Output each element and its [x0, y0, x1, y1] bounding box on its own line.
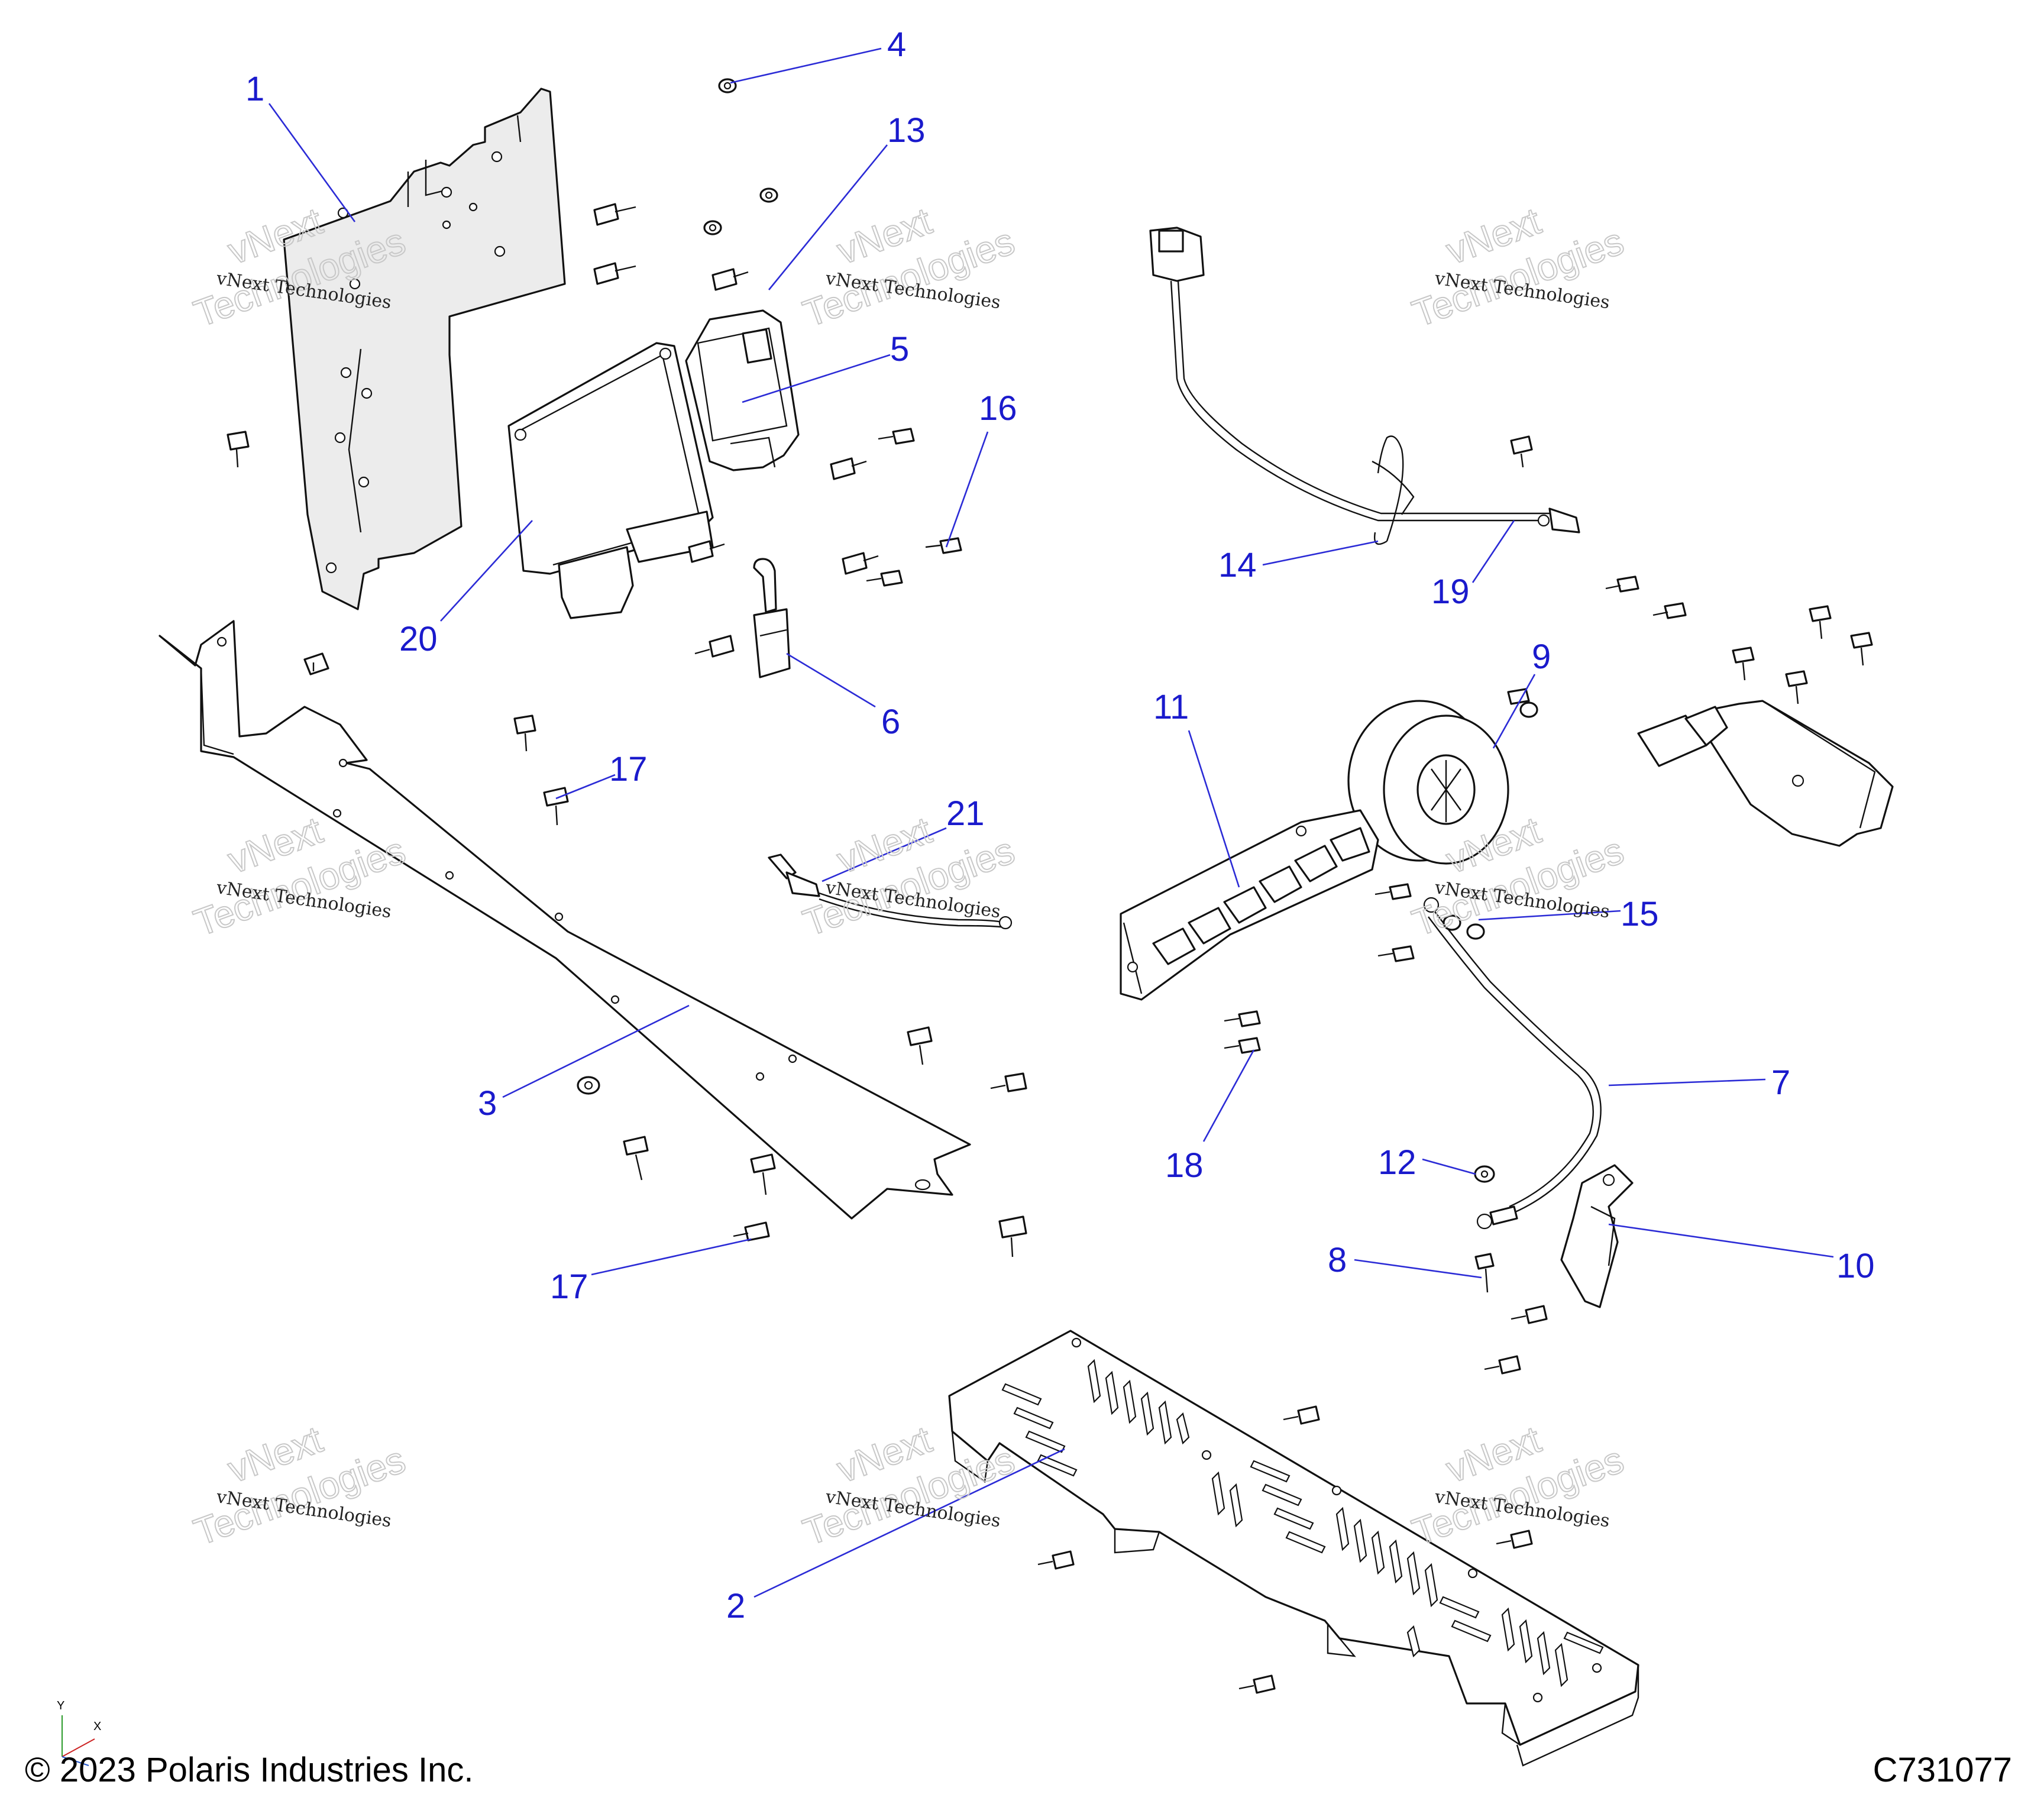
callout-6: 6 — [881, 703, 900, 741]
watermark-2: vNext Technologies vNext Technologies — [797, 199, 1021, 336]
part-7-cable — [1423, 897, 1602, 1230]
copyright-text: © 2023 Polaris Industries Inc. — [25, 1751, 473, 1789]
callout-9: 9 — [1532, 638, 1551, 676]
fasteners — [227, 78, 1873, 1694]
callout-4: 4 — [887, 25, 906, 64]
watermark-3: vNext Technologies vNext Technologies — [1406, 199, 1630, 336]
callout-2: 2 — [726, 1587, 745, 1625]
part-9-grommet — [1347, 700, 1509, 865]
part-20-control-module — [507, 342, 714, 619]
callout-1: 1 — [245, 70, 264, 108]
regulator-module — [1637, 700, 1894, 847]
tray-slots — [1001, 1337, 1604, 1703]
part-3-long-bracket — [159, 620, 971, 1220]
callout-3: 3 — [478, 1084, 497, 1123]
axis-triad-icon: Y X — [57, 1699, 101, 1766]
part-1-mounting-plate — [283, 88, 566, 610]
callout-labels: 1 2 3 4 5 6 7 8 9 10 11 12 13 14 15 16 1… — [245, 25, 1875, 1625]
callout-21: 21 — [946, 794, 985, 833]
callout-17b: 17 — [550, 1268, 588, 1306]
part-5-module — [685, 309, 800, 471]
part-11-switch-bank — [1120, 809, 1379, 1001]
part-14-harness — [1149, 227, 1580, 545]
callout-18: 18 — [1165, 1146, 1204, 1185]
callout-5: 5 — [890, 330, 909, 368]
leader-lines — [268, 47, 1834, 1598]
callout-7: 7 — [1771, 1063, 1790, 1102]
watermark-5: vNext Technologies vNext Technologies — [797, 808, 1021, 945]
callout-20: 20 — [399, 620, 438, 658]
plate-holes — [325, 151, 506, 574]
axis-y-label: Y — [57, 1699, 64, 1712]
callout-16: 16 — [979, 389, 1017, 428]
callout-10: 10 — [1836, 1247, 1875, 1285]
callout-12: 12 — [1378, 1143, 1416, 1182]
part-2-perforated-tray — [948, 1330, 1639, 1767]
drawing-number: C731077 — [1873, 1751, 2012, 1789]
part-10-small-bracket — [1560, 1164, 1634, 1308]
watermark-7: vNext Technologies vNext Technologies — [188, 1417, 412, 1554]
callout-13: 13 — [887, 111, 926, 150]
callout-17a: 17 — [609, 750, 648, 788]
bracket-holes — [216, 636, 931, 1191]
part-21-lead — [768, 853, 1013, 930]
callout-19: 19 — [1431, 573, 1470, 611]
callout-14: 14 — [1218, 546, 1257, 584]
callout-15: 15 — [1621, 895, 1659, 933]
part-6-clip — [753, 558, 791, 678]
axis-x-label: X — [93, 1720, 101, 1733]
callout-8: 8 — [1328, 1241, 1347, 1279]
callout-11: 11 — [1153, 688, 1189, 726]
